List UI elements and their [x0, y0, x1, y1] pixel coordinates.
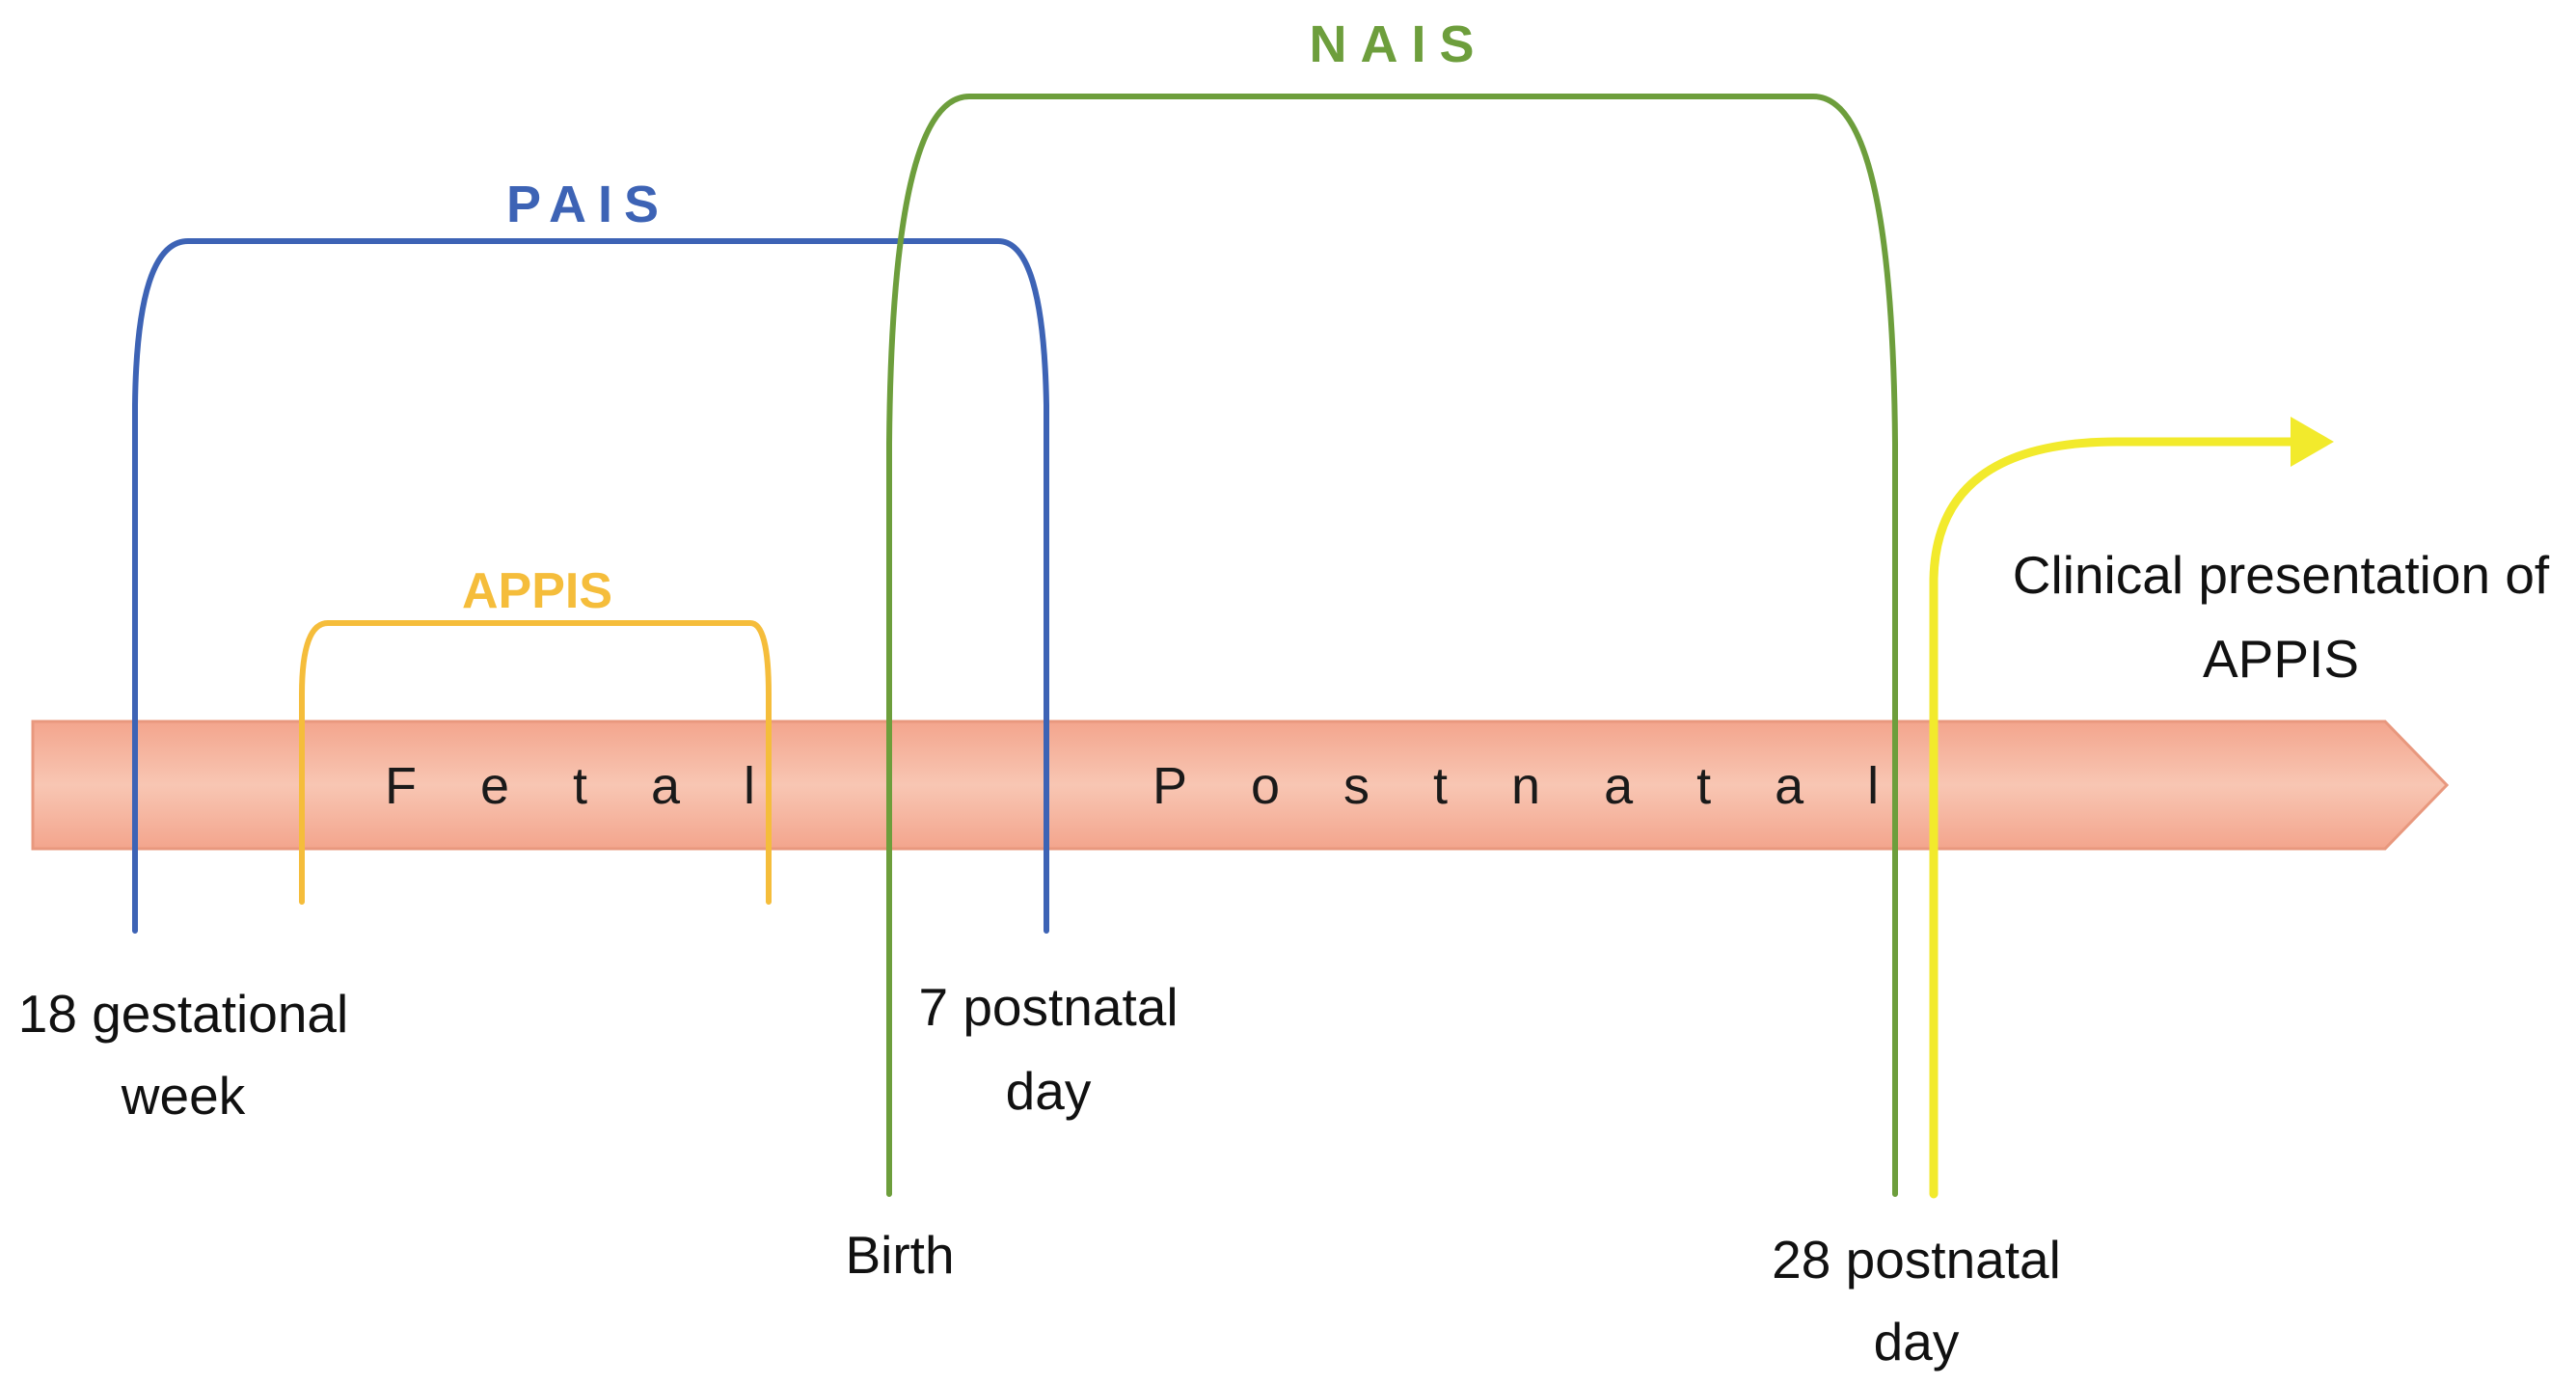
- timeline-arrow-bar: [31, 720, 2450, 851]
- pais-label: PAIS: [506, 176, 670, 233]
- pais-bracket: [132, 238, 1049, 934]
- clinical-arrow-head: [2291, 417, 2334, 467]
- clinical-presentation-label-line1: Clinical presentation of: [2013, 545, 2550, 605]
- postnatal-day-28-label-line1: 28 postnatal: [1772, 1230, 2061, 1290]
- postnatal-day-7-label-line1: 7 postnatal: [918, 977, 1178, 1037]
- nais-label: NAIS: [1309, 15, 1487, 73]
- birth-label: Birth: [845, 1225, 954, 1285]
- appis-bracket: [299, 620, 772, 905]
- clinical-presentation-arrow: [1929, 437, 2300, 1199]
- nais-bracket: [886, 94, 1898, 1197]
- phase-label-fetal: Fetal: [385, 757, 819, 815]
- clinical-presentation-label-line2: APPIS: [2203, 629, 2359, 689]
- appis-label: APPIS: [462, 563, 612, 619]
- gestational-week-label-line1: 18 gestational: [18, 984, 349, 1044]
- phase-label-postnatal: Postnatal: [1152, 757, 1942, 815]
- postnatal-day-28-label-line2: day: [1874, 1312, 1960, 1371]
- postnatal-day-7-label-line2: day: [1006, 1061, 1092, 1121]
- gestational-week-label-line2: week: [121, 1066, 246, 1126]
